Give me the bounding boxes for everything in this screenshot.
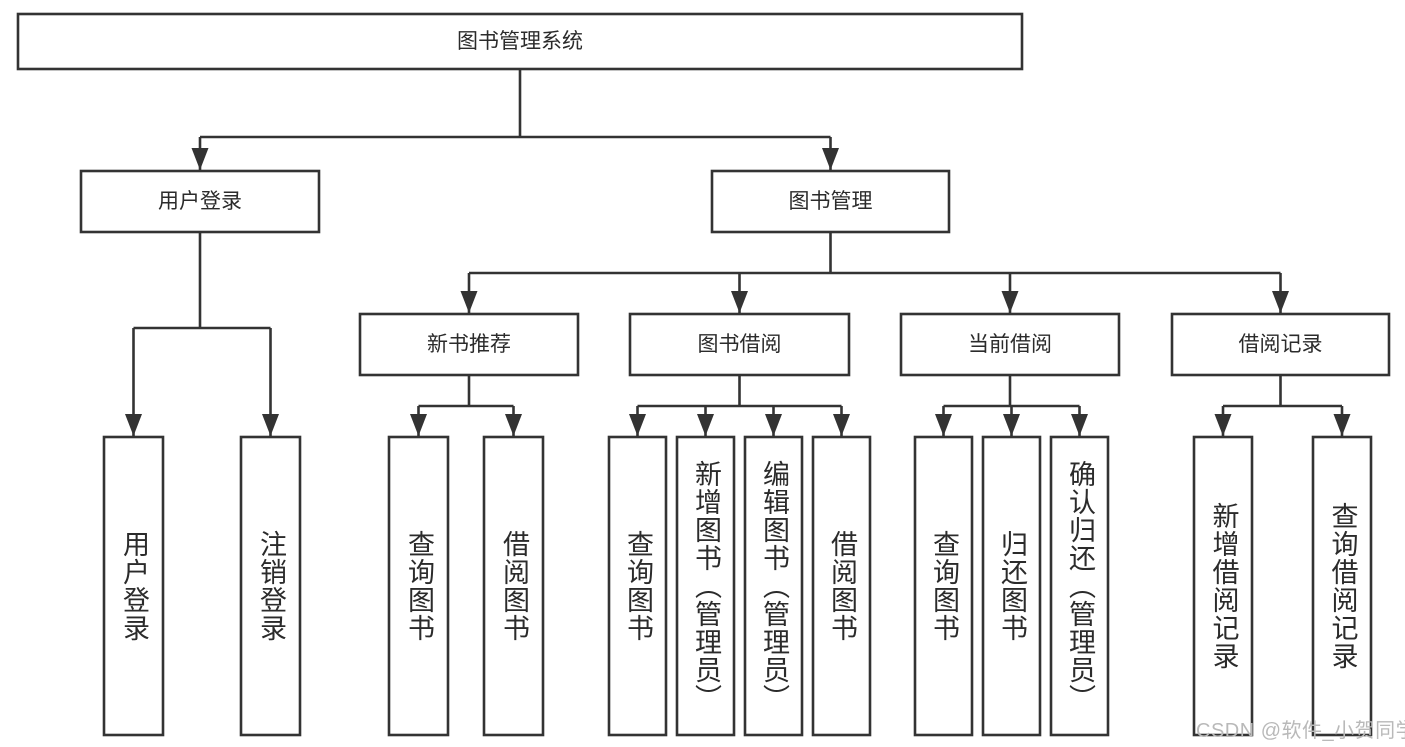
node-box-current-borrow[interactable] (899, 312, 1121, 377)
borrow-record-arrow-0 (1214, 414, 1232, 436)
connectors-layer (125, 69, 1351, 436)
node-box-leaf-add-book-admin[interactable] (675, 435, 736, 737)
book-management-arrow-2 (1001, 291, 1019, 313)
user-login-arrow-0 (125, 414, 142, 436)
root-arrow-0 (191, 148, 209, 170)
node-box-leaf-borrow-book-rec[interactable] (482, 435, 545, 737)
user-login-arrow-1 (262, 414, 279, 436)
node-box-book-borrow[interactable] (628, 312, 851, 377)
node-label-new-book-recommend: 新书推荐 (427, 333, 511, 356)
book-borrow-arrow-2 (765, 414, 782, 436)
node-box-root[interactable] (16, 12, 1024, 71)
new-book-recommend-arrow-1 (505, 414, 522, 436)
node-box-leaf-query-book-borrow[interactable] (607, 435, 668, 737)
book-borrow-arrow-0 (629, 414, 646, 436)
node-box-leaf-logout-login[interactable] (239, 435, 302, 737)
book-management-arrow-1 (731, 291, 748, 313)
node-label-book-borrow: 图书借阅 (698, 333, 782, 356)
node-box-leaf-return-book[interactable] (981, 435, 1042, 737)
node-box-leaf-query-book-rec[interactable] (387, 435, 450, 737)
node-box-user-login[interactable] (79, 169, 321, 234)
node-label-borrow-record: 借阅记录 (1239, 333, 1323, 356)
book-borrow-arrow-3 (833, 414, 850, 436)
current-borrow-arrow-0 (935, 414, 952, 436)
node-box-leaf-query-borrow-record[interactable] (1311, 435, 1373, 737)
current-borrow-arrow-1 (1003, 414, 1020, 436)
node-box-leaf-user-login[interactable] (102, 435, 165, 737)
node-box-leaf-confirm-return-admin[interactable] (1049, 435, 1110, 737)
csdn-watermark: CSDN @软件_小贺同学 (1196, 720, 1405, 742)
book-management-arrow-3 (1272, 291, 1289, 313)
boxes-layer (16, 12, 1391, 737)
new-book-recommend-arrow-0 (410, 414, 427, 436)
root-arrow-1 (822, 148, 839, 170)
book-management-arrow-0 (460, 291, 478, 313)
node-label-current-borrow: 当前借阅 (968, 333, 1052, 356)
borrow-record-arrow-1 (1333, 414, 1351, 436)
node-label-root: 图书管理系统 (457, 30, 583, 53)
node-label-book-management: 图书管理 (789, 190, 873, 213)
node-box-book-management[interactable] (710, 169, 951, 234)
node-box-leaf-add-borrow-record[interactable] (1192, 435, 1254, 737)
node-box-leaf-query-book-cur[interactable] (913, 435, 974, 737)
book-borrow-arrow-1 (697, 414, 714, 436)
node-label-user-login: 用户登录 (158, 190, 242, 213)
node-box-new-book-recommend[interactable] (358, 312, 580, 377)
node-box-leaf-borrow-book[interactable] (811, 435, 872, 737)
node-box-leaf-edit-book-admin[interactable] (743, 435, 804, 737)
node-box-borrow-record[interactable] (1170, 312, 1391, 377)
current-borrow-arrow-2 (1071, 414, 1088, 436)
